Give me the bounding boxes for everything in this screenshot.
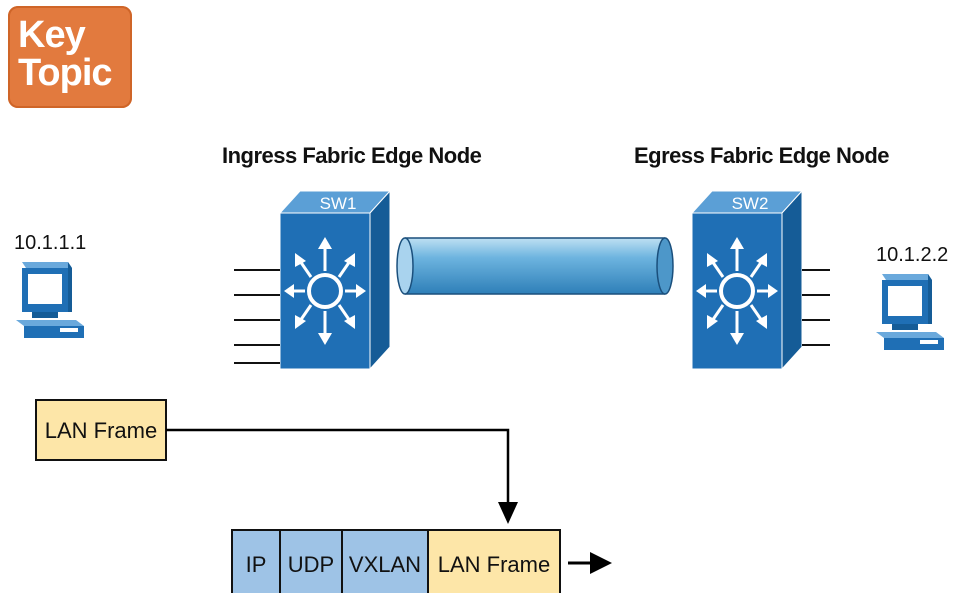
original-lan-frame: LAN Frame — [35, 399, 167, 461]
switch-sw2: SW2 — [690, 189, 804, 371]
key-topic-badge: Key Topic — [8, 6, 132, 108]
outgoing-arrow — [568, 552, 612, 574]
sw2-ports — [802, 269, 830, 346]
encapsulation-arrow — [166, 428, 518, 524]
egress-node-title: Egress Fabric Edge Node — [634, 143, 890, 168]
sw1-ports — [234, 269, 280, 364]
sw2-label: SW2 — [732, 194, 769, 213]
frame-segment-3 — [427, 529, 561, 593]
badge-line-1: Key — [18, 14, 86, 56]
host-right-ip: 10.1.2.2 — [876, 244, 949, 266]
ingress-node-title: Ingress Fabric Edge Node — [222, 143, 482, 168]
frame-segment-label-2: VXLAN — [349, 552, 421, 577]
sw1-label: SW1 — [320, 194, 357, 213]
vxlan-tunnel — [396, 237, 674, 295]
host-right-pc-icon — [876, 274, 944, 350]
original-frame-label: LAN Frame — [45, 418, 157, 443]
encapsulated-frame: IP UDP VXLAN LAN Frame — [231, 529, 561, 593]
switch-sw1: SW1 — [278, 189, 392, 371]
frame-segment-label-3: LAN Frame — [438, 552, 550, 577]
badge-line-2: Topic — [18, 52, 113, 94]
host-left-pc-icon — [16, 262, 84, 338]
frame-segment-label-1: UDP — [288, 552, 334, 577]
host-left-ip: 10.1.1.1 — [14, 232, 87, 254]
frame-segment-label-0: IP — [246, 552, 267, 577]
